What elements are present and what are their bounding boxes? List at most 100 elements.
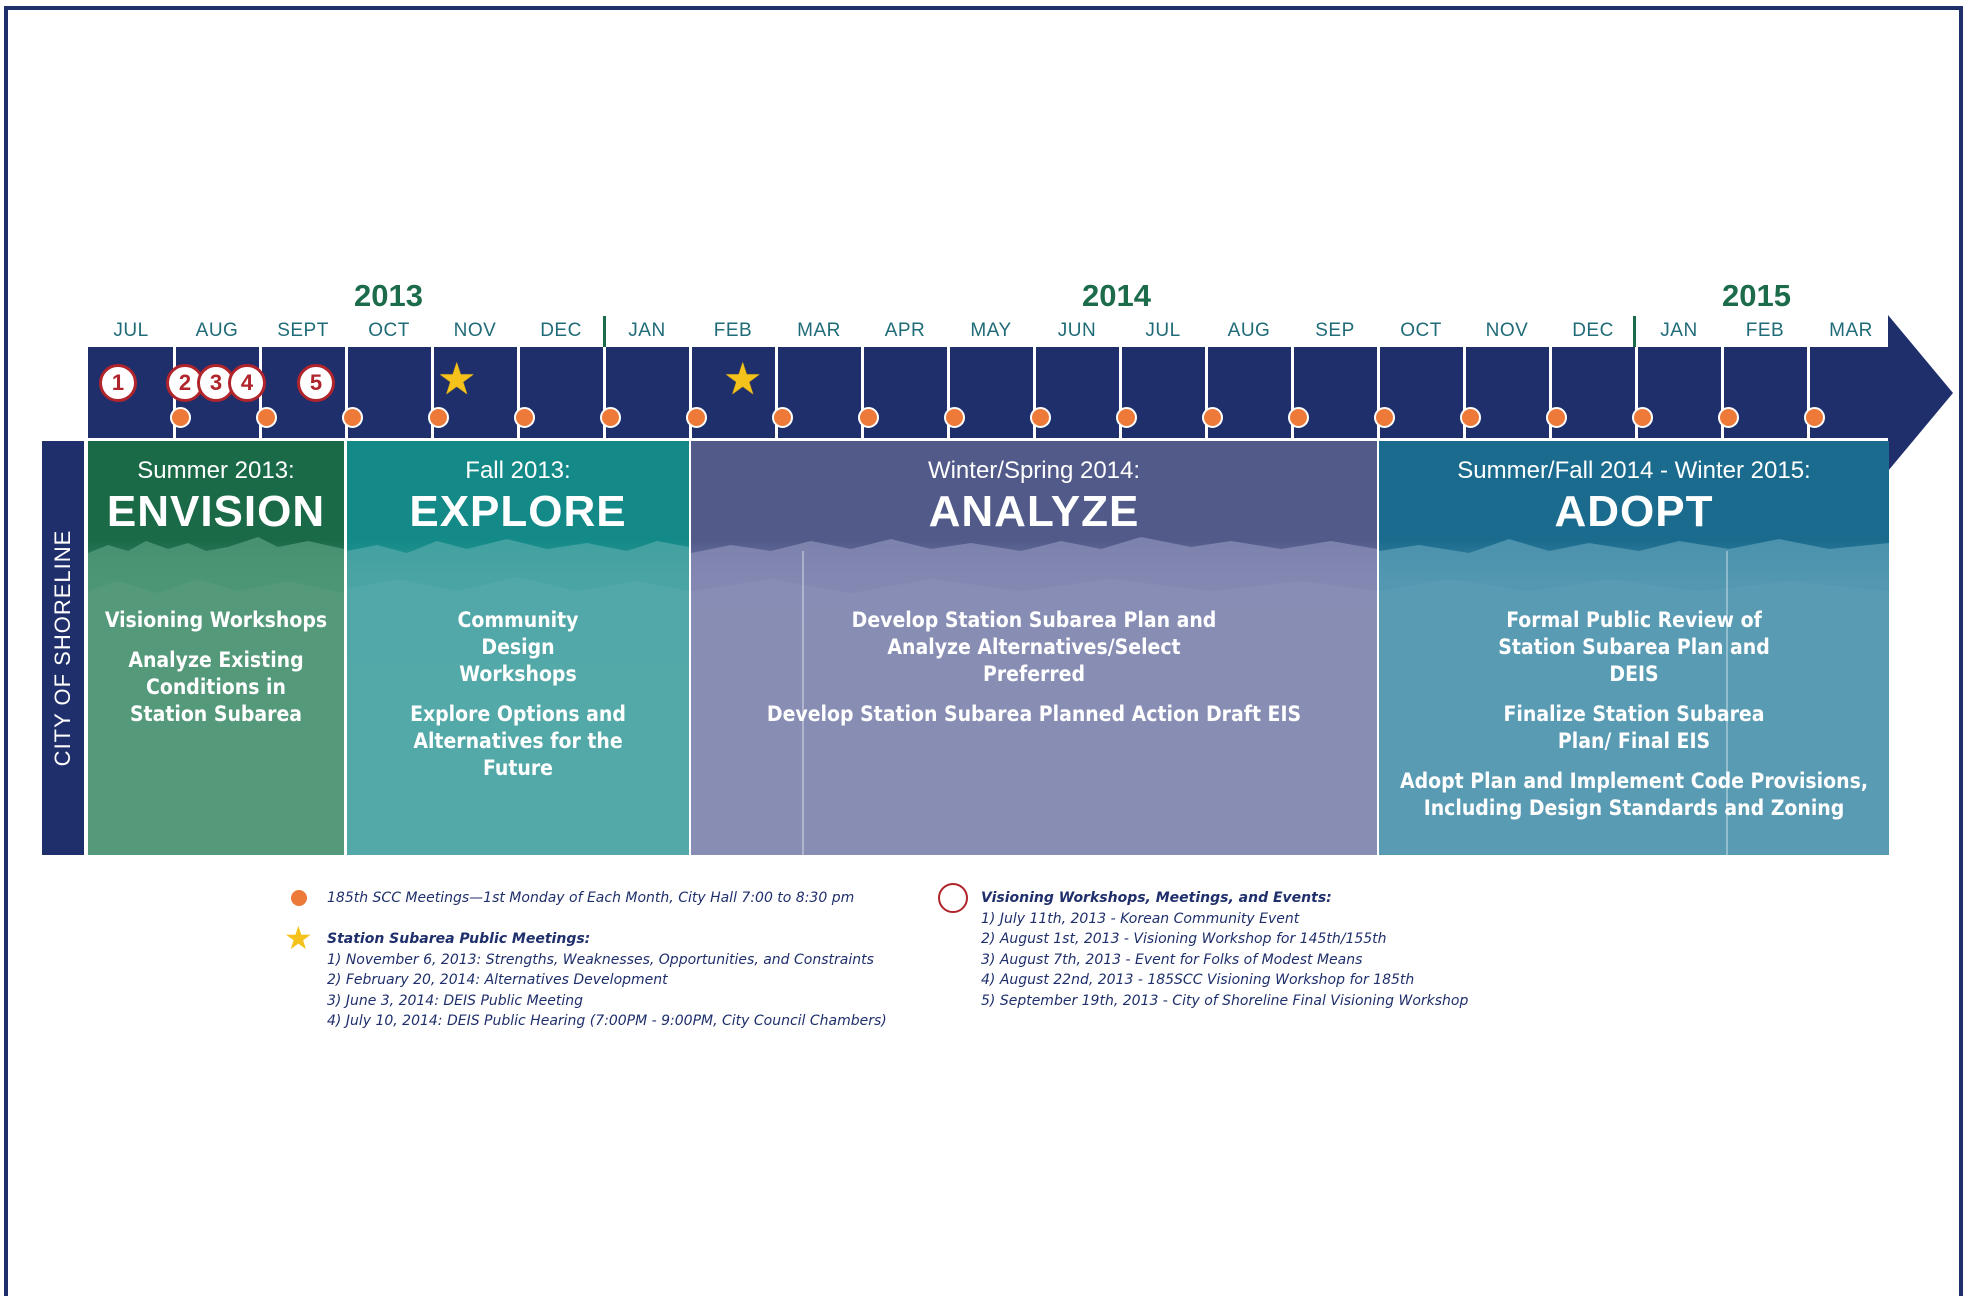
month-separator: [517, 347, 520, 438]
legend-public-meetings: Station Subarea Public Meetings: 1) Nove…: [327, 929, 887, 1032]
scc-meeting-dot: [1546, 407, 1567, 428]
mountain-graphic: [88, 537, 344, 855]
month-separator: [603, 347, 606, 438]
phase-title: EXPLORE: [409, 487, 627, 536]
legend-meeting-dot-icon: [291, 890, 307, 906]
scc-meeting-dot: [428, 407, 449, 428]
phase-subtitle: Summer 2013:: [137, 457, 295, 484]
legend-meetings: 185th SCC Meetings—1st Monday of Each Mo…: [327, 890, 855, 906]
month-separator: [1721, 347, 1724, 438]
legend-public-meeting-item: 2) February 20, 2014: Alternatives Devel…: [327, 972, 668, 988]
scc-meeting-dot: [342, 407, 363, 428]
month-separator: [1377, 347, 1380, 438]
scc-meeting-dot: [944, 407, 965, 428]
legend-public-meeting-item: 3) June 3, 2014: DEIS Public Meeting: [327, 992, 584, 1009]
workshop-marker-4: 4: [228, 364, 266, 402]
legend-public-meeting-item: 4) July 10, 2014: DEIS Public Hearing (7…: [327, 1013, 887, 1029]
scc-meeting-dot: [1718, 407, 1739, 428]
phase-item: Develop Station Subarea Plan and Analyze…: [851, 608, 1217, 686]
legend-workshop-circle-icon: [938, 883, 968, 913]
month-label: JAN: [1660, 320, 1698, 341]
scc-meeting-dot: [858, 407, 879, 428]
month-label: AUG: [195, 320, 239, 341]
scc-meeting-dot: [600, 407, 621, 428]
month-separator: [1033, 347, 1036, 438]
scc-meeting-dot: [170, 407, 191, 428]
month-label: NOV: [453, 320, 497, 341]
legend-workshop-item: 4) August 22nd, 2013 - 185SCC Visioning …: [981, 972, 1415, 988]
year-label-2015: 2015: [1722, 278, 1791, 313]
month-separator: [689, 347, 692, 438]
month-separator: [1119, 347, 1122, 438]
month-separator: [861, 347, 864, 438]
year-label-2013: 2013: [354, 278, 423, 313]
month-label: JUL: [113, 320, 149, 341]
scc-meeting-dot: [1632, 407, 1653, 428]
legend-public-meetings-title: Station Subarea Public Meetings:: [327, 931, 591, 947]
outer-frame: [4, 6, 1963, 1296]
month-separator: [1205, 347, 1208, 438]
month-label: MAY: [970, 320, 1012, 341]
phase-subtitle: Fall 2013:: [465, 457, 571, 484]
phase-item: Develop Station Subarea Planned Action D…: [766, 702, 1302, 726]
phase-analyze: Winter/Spring 2014: ANALYZE Develop Stat…: [691, 441, 1377, 855]
phase-item: Analyze Existing Conditions in Station S…: [128, 648, 304, 726]
month-label: MAR: [797, 320, 841, 341]
legend-star-icon: ★: [284, 920, 313, 956]
month-separator: [1291, 347, 1294, 438]
public-meeting-star-icon: ★: [723, 355, 763, 404]
month-label: MAR: [1829, 320, 1873, 341]
month-label: JAN: [628, 320, 666, 341]
scc-meeting-dot: [1030, 407, 1051, 428]
public-meeting-star-icon: ★: [437, 355, 477, 404]
scc-meeting-dot: [1202, 407, 1223, 428]
legend-workshop-item: 1) July 11th, 2013 - Korean Community Ev…: [981, 910, 1300, 927]
month-label: SEP: [1315, 320, 1355, 341]
scc-meeting-dot: [256, 407, 277, 428]
scc-meeting-dot: [1116, 407, 1137, 428]
month-separator: [947, 347, 950, 438]
month-label: FEB: [1745, 320, 1785, 341]
month-label: AUG: [1227, 320, 1271, 341]
phase-explore: Fall 2013: EXPLORE Community Design Work…: [347, 441, 689, 855]
year-divider-2014: [603, 316, 606, 348]
month-label: JUN: [1057, 320, 1097, 341]
scc-meeting-dot: [1460, 407, 1481, 428]
mountain-graphic: [691, 537, 1377, 855]
scc-meeting-dot: [772, 407, 793, 428]
phase-title: ANALYZE: [928, 487, 1140, 536]
year-divider-2015: [1633, 316, 1636, 348]
month-separator: [431, 347, 434, 438]
phase-title: ENVISION: [106, 487, 326, 536]
phase-subtitle: Summer/Fall 2014 - Winter 2015:: [1457, 457, 1811, 484]
scc-meeting-dot: [514, 407, 535, 428]
legend-public-meeting-item: 1) November 6, 2013: Strengths, Weakness…: [327, 951, 874, 968]
month-separator: [345, 347, 348, 438]
month-label: JUL: [1145, 320, 1181, 341]
city-side-label: CITY OF SHORELINE: [42, 441, 84, 855]
month-separator: [1807, 347, 1810, 438]
legend-workshop-item: 2) August 1st, 2013 - Visioning Workshop…: [981, 931, 1387, 947]
scc-meeting-dot: [1288, 407, 1309, 428]
phase-title: ADOPT: [1554, 487, 1714, 536]
legend-workshop-item: 3) August 7th, 2013 - Event for Folks of…: [981, 951, 1363, 968]
month-label: FEB: [713, 320, 753, 341]
month-label: OCT: [368, 320, 410, 341]
mountain-graphic: [1379, 539, 1889, 855]
phase-item: Visioning Workshops: [104, 608, 328, 632]
month-separator: [1463, 347, 1466, 438]
month-separator: [775, 347, 778, 438]
scc-meeting-dot: [1804, 407, 1825, 428]
year-label-2014: 2014: [1082, 278, 1151, 313]
mountain-graphic: [347, 539, 689, 855]
month-guide-line: [1726, 551, 1728, 855]
legend-workshops: Visioning Workshops, Meetings, and Event…: [981, 888, 1468, 1011]
month-label: DEC: [1572, 320, 1614, 341]
month-label: NOV: [1485, 320, 1529, 341]
legend-workshops-title: Visioning Workshops, Meetings, and Event…: [981, 890, 1332, 906]
timeline-band: [88, 347, 1891, 438]
month-separator: [1549, 347, 1552, 438]
legend-workshop-item: 5) September 19th, 2013 - City of Shorel…: [981, 992, 1469, 1009]
phase-envision: Summer 2013: ENVISION Visioning Workshop…: [88, 441, 344, 855]
month-label: APR: [884, 320, 926, 341]
